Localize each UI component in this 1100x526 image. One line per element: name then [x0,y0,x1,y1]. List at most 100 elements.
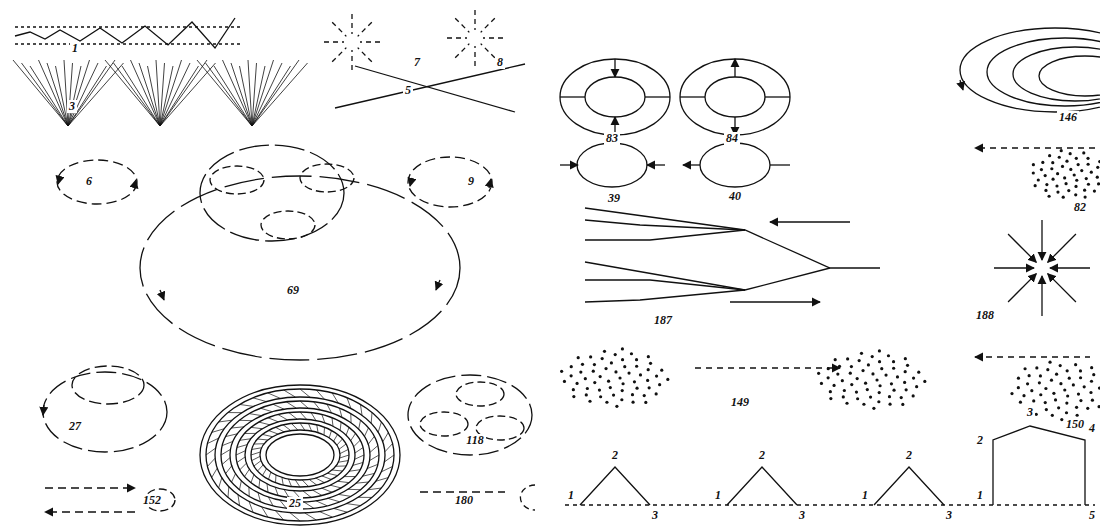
stroke [268,497,273,506]
stroke [588,400,591,403]
stroke [1097,405,1100,408]
stroke [1075,157,1078,160]
stroke [1035,366,1038,369]
figure-number: 2 [904,449,914,462]
stroke [268,393,281,399]
stroke [842,395,845,398]
stroke [915,385,918,388]
stroke [603,350,606,353]
stroke [872,407,875,410]
stroke [251,452,260,455]
stroke [223,60,253,126]
stroke [327,473,337,475]
figure-number: 149 [729,396,751,409]
stroke [300,423,305,430]
stroke [647,368,650,371]
figure-number: 5 [403,84,413,97]
stroke [615,405,618,408]
stroke [368,488,381,490]
stroke [572,388,575,391]
stroke [39,60,69,126]
stroke [1028,374,1031,377]
stroke [30,66,68,126]
stroke [364,428,368,437]
stroke [333,434,337,441]
stroke [614,353,617,356]
stroke [586,387,589,390]
stroke [333,508,347,512]
stroke [349,470,360,472]
stroke [635,358,638,361]
stroke [878,384,881,387]
stroke [1073,173,1076,176]
stroke [1019,401,1022,404]
stroke [912,394,915,397]
stroke [160,60,182,126]
stroke [887,354,890,357]
stroke [563,380,566,383]
stroke [322,488,332,492]
stroke [589,355,592,358]
stroke [226,466,232,474]
stroke [1062,196,1065,199]
stroke [1030,389,1033,392]
figure-number: 27 [67,420,83,433]
stroke [878,349,881,352]
stroke [358,22,372,36]
stroke [1056,172,1059,175]
stroke [245,433,256,434]
stroke [1022,394,1025,397]
stroke [289,413,297,419]
stroke [1098,160,1100,163]
stroke [1068,377,1071,380]
stroke [1056,191,1059,194]
stroke [655,392,658,395]
stroke [329,430,331,437]
stroke [275,511,283,520]
stroke [262,507,268,517]
stroke [316,390,324,399]
stroke [888,403,891,406]
stroke [849,372,852,375]
stroke [1041,161,1044,164]
stroke [368,437,374,445]
stroke [354,440,361,447]
stroke [1048,234,1076,262]
stroke [371,413,373,424]
stroke [316,478,325,483]
stroke [286,402,296,408]
stroke [610,361,613,364]
figure-number: 1 [70,42,80,55]
stroke [1069,168,1072,171]
stroke [1048,154,1051,157]
stroke [68,60,115,126]
stroke [228,412,242,413]
stroke [344,476,355,477]
stroke [829,390,832,393]
stroke [303,491,311,497]
stroke [593,363,596,366]
stroke [643,394,646,397]
stroke [843,389,846,392]
stroke [1045,408,1048,411]
stroke [245,469,250,476]
stroke [360,404,362,415]
stroke [866,388,869,391]
stroke [888,395,891,398]
stroke [577,356,580,359]
stroke [237,445,247,448]
stroke [1079,376,1082,379]
figure-number: 2 [975,434,985,447]
stroke [13,60,68,126]
stroke [1079,399,1082,402]
stroke [1085,177,1088,180]
stroke [836,372,839,375]
stroke [275,487,278,495]
stroke [1090,366,1093,369]
stroke [1032,399,1035,402]
stroke [607,380,610,383]
figure-number: 83 [604,132,620,145]
stroke [355,448,363,454]
stroke [1032,163,1035,166]
stroke [912,377,915,380]
